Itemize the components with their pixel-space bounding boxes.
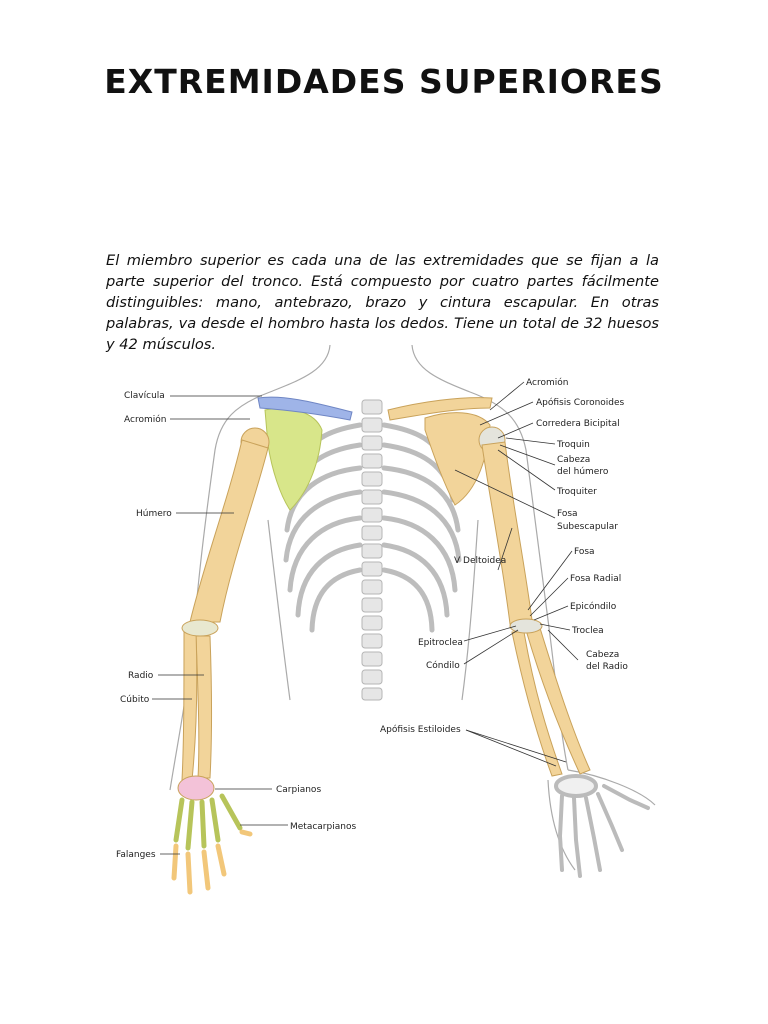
humerus-left <box>189 439 269 623</box>
label-cabeza-humero-2: del húmero <box>557 467 609 477</box>
page-title: EXTREMIDADES SUPERIORES <box>104 62 664 101</box>
leader-lines <box>152 381 579 855</box>
label-fosa-sub-1: Fosa <box>557 509 578 519</box>
elbow-joint-right <box>509 618 543 634</box>
label-humero: Húmero <box>136 509 172 519</box>
label-troclea: Troclea <box>571 626 604 636</box>
label-cabeza-radio-1: Cabeza <box>586 650 619 660</box>
label-epicondilo: Epicóndilo <box>570 601 617 612</box>
label-troquin: Troquin <box>556 440 590 450</box>
label-apofisis-estiloides: Apófisis Estiloides <box>380 724 461 735</box>
left-arm-bones <box>181 427 270 781</box>
label-corredera-bicipital: Corredera Bicipital <box>536 419 620 429</box>
intro-paragraph: El miembro superior es cada una de las e… <box>106 252 659 353</box>
label-v-deltoidea: V Deltoidea <box>454 556 506 566</box>
label-falanges: Falanges <box>116 850 156 860</box>
clavicle-right <box>387 397 493 421</box>
label-fosa: Fosa <box>574 547 595 557</box>
left-hand <box>171 775 253 895</box>
elbow-joint-left <box>181 619 219 637</box>
scapula-left <box>264 407 323 511</box>
scapula-right <box>424 412 491 506</box>
right-hand <box>554 774 650 878</box>
label-troquiter: Troquiter <box>556 487 597 497</box>
label-cabeza-radio-2: del Radio <box>586 662 628 672</box>
label-condilo: Cóndilo <box>426 660 460 671</box>
label-clavicula: Clavícula <box>124 391 165 401</box>
ulna-right <box>511 631 563 777</box>
radius-left <box>195 635 212 779</box>
radius-right <box>525 627 591 775</box>
label-epitroclea: Epitroclea <box>418 638 463 648</box>
clavicle-left <box>257 396 353 421</box>
label-metacarpianos: Metacarpianos <box>290 822 356 832</box>
ulna-left <box>181 631 198 781</box>
label-fosa-radial: Fosa Radial <box>570 574 621 584</box>
humerus-right <box>481 441 533 625</box>
right-arm-bones <box>478 426 591 777</box>
label-fosa-sub-2: Subescapular <box>557 522 618 532</box>
label-carpianos: Carpianos <box>276 785 321 795</box>
spine <box>361 399 383 701</box>
label-cabeza-humero-1: Cabeza <box>557 455 590 465</box>
upper-limb-anatomy-figure: Clavícula Acromión Húmero Radio Cúbito C… <box>116 344 656 895</box>
label-cubito: Cúbito <box>120 695 150 705</box>
label-acromion-right: Acromión <box>526 377 568 388</box>
label-acromion-left: Acromión <box>124 414 166 425</box>
label-radio: Radio <box>128 671 154 681</box>
label-apofisis-coronoides: Apófisis Coronoides <box>536 397 625 408</box>
